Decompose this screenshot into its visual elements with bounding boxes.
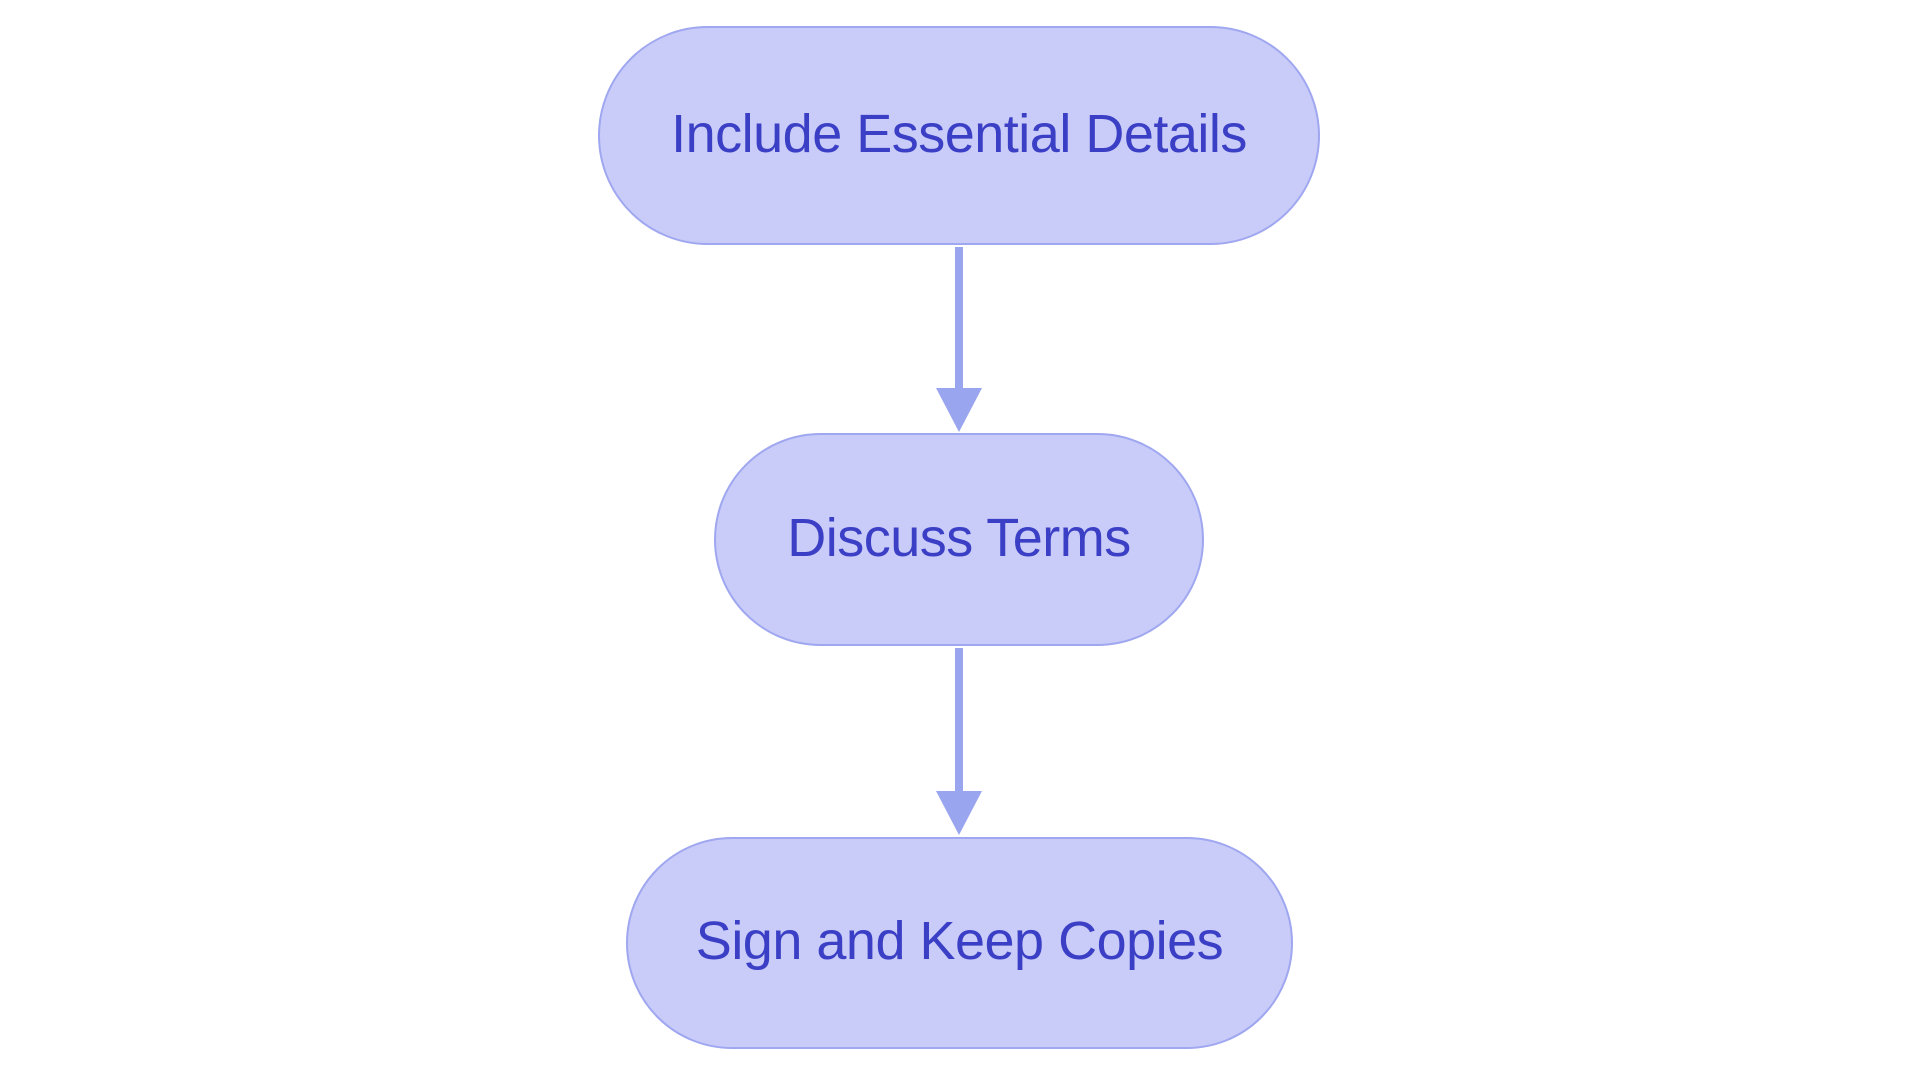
node-label: Sign and Keep Copies (695, 911, 1224, 971)
flow-edge-1-arrow (936, 247, 982, 432)
flow-node-sign-and-keep-copies: Sign and Keep Copies (626, 837, 1293, 1049)
node-label: Include Essential Details (671, 103, 1247, 164)
flow-node-include-essential-details: Include Essential Details (598, 26, 1320, 245)
flow-edge-2-arrow (936, 648, 982, 835)
arrow-stem (955, 648, 963, 793)
arrow-down-icon (936, 791, 982, 835)
flow-node-discuss-terms: Discuss Terms (714, 433, 1204, 646)
node-label: Discuss Terms (787, 507, 1131, 568)
arrow-stem (955, 247, 963, 390)
arrow-down-icon (936, 388, 982, 432)
